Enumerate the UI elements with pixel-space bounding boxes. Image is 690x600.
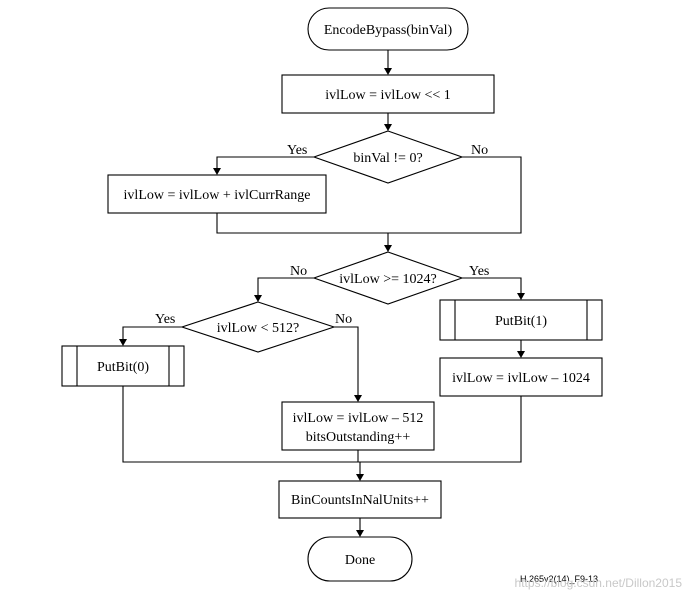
d1024-yes-label: Yes [469,264,489,279]
d1024-decision [312,251,464,305]
d512-decision [180,301,336,353]
d1024-no-label: No [290,264,307,279]
arrow-bincounts-done [356,530,364,537]
edge-d512-yes [122,326,182,340]
arrow-shift-binval [384,124,392,131]
add-range-text: ivlLow = ivlLow + ivlCurrRange [124,188,311,203]
arrow-merge-d1024 [384,245,392,252]
arrow-merge-bincounts [356,474,364,481]
putbit1-text: PutBit(1) [495,314,547,329]
edge-d512-no [334,326,359,396]
edge-d1024-no [257,277,314,296]
arrow-binval-yes [213,168,221,175]
done-text: Done [345,553,375,568]
arrow-d1024-yes [517,293,525,300]
binval-decision [312,130,464,184]
arrow-start-shift [384,68,392,75]
shift-process [281,74,495,114]
d512-no-label: No [335,312,352,327]
edge-d1024-yes [462,277,522,294]
arrow-putbit1-sub1024 [517,351,525,358]
arrow-d512-yes [119,339,127,346]
binval-no-label: No [471,143,488,158]
edge-putbit0-merge [122,386,360,463]
start-text: EncodeBypass(binVal) [324,23,453,38]
shift-text: ivlLow = ivlLow << 1 [325,88,451,103]
d512-decision-text: ivlLow < 512? [217,321,300,336]
edge-binval-no [388,156,522,234]
d512-yes-label: Yes [155,312,175,327]
binval-yes-label: Yes [287,143,307,158]
edge-addrange-merge [216,213,388,234]
arrow-d1024-no [254,295,262,302]
bincounts-text: BinCountsInNalUnits++ [291,493,429,508]
putbit0-text: PutBit(0) [97,360,149,375]
binval-decision-text: binVal != 0? [353,151,422,166]
sub512-text-line1: ivlLow = ivlLow – 512 [293,411,424,426]
arrow-d512-no [354,395,362,402]
figure-id: H.265v2(14)_F9-13 [520,574,598,584]
d1024-decision-text: ivlLow >= 1024? [339,272,436,287]
putbit1-subroutine [439,299,603,341]
edge-binval-yes [216,156,314,169]
edge-sub1024-merge [360,396,522,463]
sub1024-text: ivlLow = ivlLow – 1024 [452,371,590,386]
watermark-text: https://blog.csdn.net/Dillon2015 [515,576,683,590]
sub512-text-line2: bitsOutstanding++ [306,430,411,445]
